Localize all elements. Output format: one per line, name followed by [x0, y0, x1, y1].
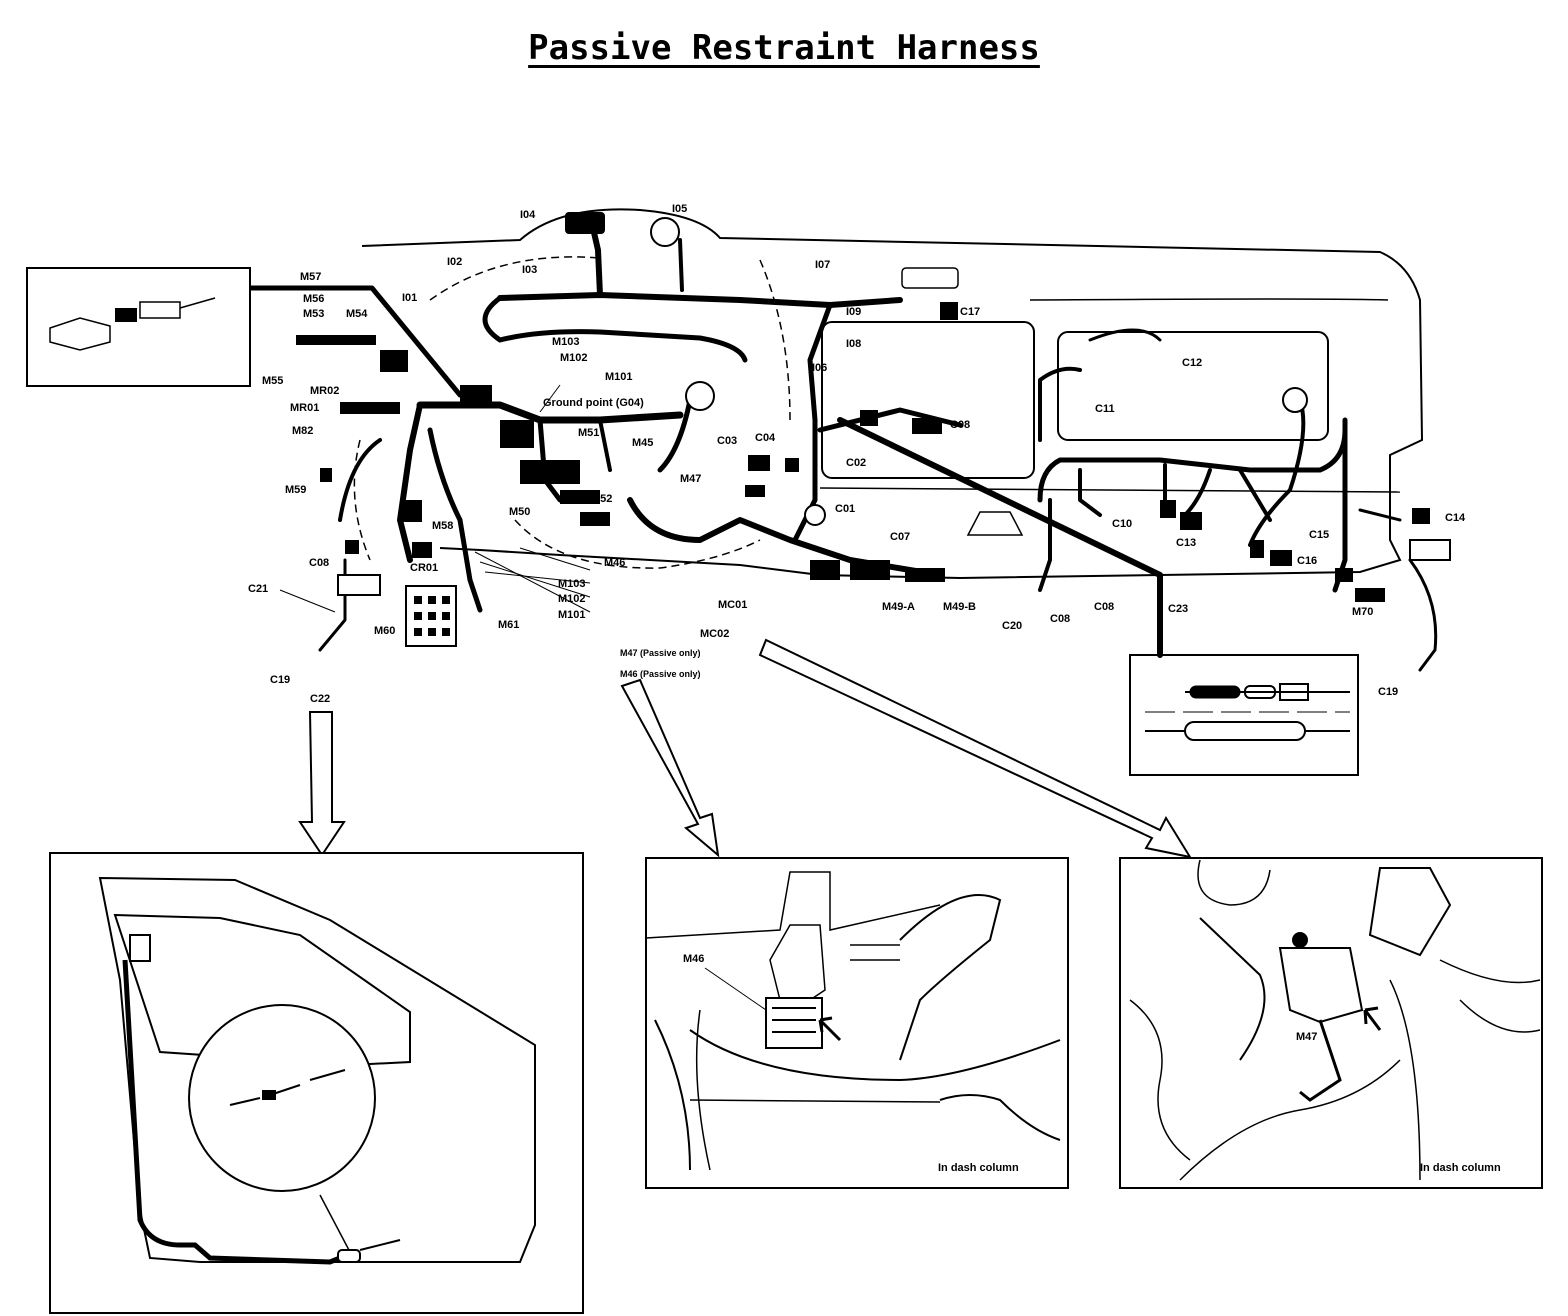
label-I01: I01 — [402, 292, 417, 304]
label-M46-passive-only: M46 (Passive only) — [620, 669, 701, 679]
label-I07: I07 — [815, 259, 830, 271]
connector-labels: I04 I05 I02 I03 I01 I07 I09 I08 I06 M57 … — [248, 203, 1466, 705]
panel-M47-caption: In dash column — [1420, 1162, 1501, 1174]
label-MR01: MR01 — [290, 402, 319, 414]
label-C08-c: C08 — [1094, 601, 1114, 613]
label-M102-lower: M102 — [558, 593, 586, 605]
label-M46: M46 — [604, 557, 625, 569]
page-title: Passive Restraint Harness — [528, 28, 1040, 68]
label-M53: M53 — [303, 308, 324, 320]
label-M60: M60 — [374, 625, 395, 637]
label-C02: C02 — [846, 457, 866, 469]
label-C22: C22 — [310, 693, 330, 705]
label-C20: C20 — [1002, 620, 1022, 632]
label-MC02: MC02 — [700, 628, 729, 640]
label-I04: I04 — [520, 209, 536, 221]
inset-C23 — [1129, 654, 1359, 776]
label-C11: C11 — [1095, 403, 1115, 415]
inset-top-left — [26, 267, 251, 387]
label-C16: C16 — [1297, 555, 1317, 567]
label-I09: I09 — [846, 306, 861, 318]
label-M45: M45 — [632, 437, 653, 449]
leader-lines — [279, 384, 591, 613]
main-harness — [247, 212, 1438, 672]
label-M55: M55 — [262, 375, 283, 387]
label-M61: M61 — [498, 619, 519, 631]
label-M54: M54 — [346, 308, 368, 320]
label-I02: I02 — [447, 256, 462, 268]
panel-M47: M47 In dash column — [1119, 857, 1543, 1189]
label-C15: C15 — [1309, 529, 1329, 541]
label-C08-b: C08 — [1050, 613, 1070, 625]
label-M47-passive-only: M47 (Passive only) — [620, 648, 701, 658]
label-C19-left: C19 — [270, 674, 290, 686]
label-C07: C07 — [890, 531, 910, 543]
label-M103: M103 — [552, 336, 580, 348]
label-C19-right: C19 — [1378, 686, 1398, 698]
label-C01: C01 — [835, 503, 855, 515]
label-M56: M56 — [303, 293, 324, 305]
label-C10: C10 — [1112, 518, 1132, 530]
panel-door — [49, 852, 584, 1314]
label-C17: C17 — [960, 306, 980, 318]
panel-M47-label: M47 — [1296, 1031, 1317, 1043]
label-M70: M70 — [1352, 606, 1373, 618]
label-C12: C12 — [1182, 357, 1202, 369]
label-M103-lower: M103 — [558, 578, 586, 590]
label-C14: C14 — [1445, 512, 1466, 524]
label-C13: C13 — [1176, 537, 1196, 549]
label-CR01: CR01 — [410, 562, 438, 574]
label-I06: I06 — [812, 362, 827, 374]
connector-blobs — [296, 212, 1451, 647]
panel-M46: M46 In dash column — [645, 857, 1069, 1189]
label-C08-d: C08 — [309, 557, 329, 569]
label-M51: M51 — [578, 427, 599, 439]
label-MR02: MR02 — [310, 385, 339, 397]
label-C04: C04 — [755, 432, 776, 444]
label-M101-lower: M101 — [558, 609, 586, 621]
label-M52: M52 — [591, 493, 612, 505]
label-M59: M59 — [285, 484, 306, 496]
label-M49-B: M49-B — [943, 601, 976, 613]
label-M102: M102 — [560, 352, 588, 364]
label-C08-a: C08 — [950, 419, 970, 431]
label-ground-point: Ground point (G04) — [543, 397, 644, 409]
label-MC01: MC01 — [718, 599, 747, 611]
label-M58: M58 — [432, 520, 453, 532]
label-M57: M57 — [300, 271, 321, 283]
label-I05: I05 — [672, 203, 687, 215]
label-I03: I03 — [522, 264, 537, 276]
callout-arrows — [298, 638, 1193, 859]
label-C23: C23 — [1168, 603, 1188, 615]
label-C03: C03 — [717, 435, 737, 447]
panel-M46-label: M46 — [683, 953, 704, 965]
label-M47: M47 — [680, 473, 701, 485]
panel-M46-caption: In dash column — [938, 1162, 1019, 1174]
label-I08: I08 — [846, 338, 861, 350]
label-M82: M82 — [292, 425, 313, 437]
label-M101: M101 — [605, 371, 633, 383]
label-M50: M50 — [509, 506, 530, 518]
label-M49-A: M49-A — [882, 601, 915, 613]
label-C21: C21 — [248, 583, 268, 595]
